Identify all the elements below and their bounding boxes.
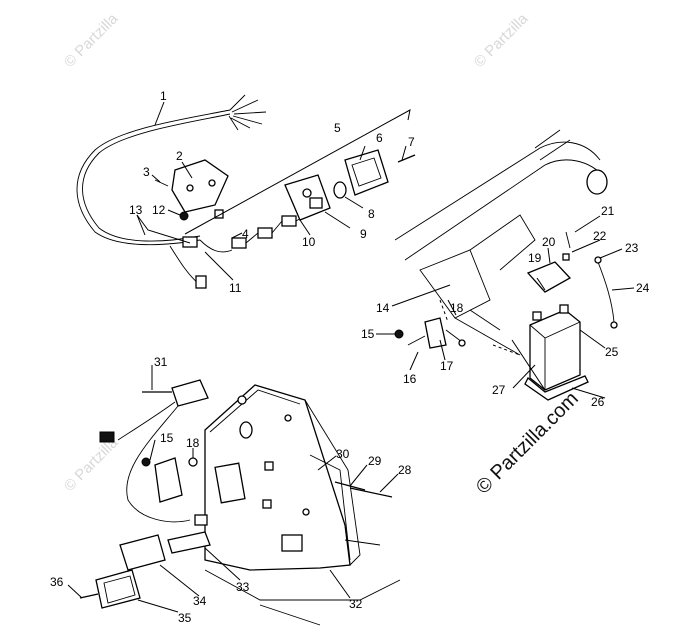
callout-36: 36 bbox=[50, 575, 64, 589]
watermark-main: © Partzilla.com bbox=[472, 388, 583, 499]
callout-14: 14 bbox=[376, 301, 390, 315]
callout-27: 27 bbox=[492, 383, 506, 397]
watermark-top-left: © Partzilla bbox=[61, 10, 122, 71]
callout-4: 4 bbox=[242, 227, 249, 241]
callout-2: 2 bbox=[176, 149, 183, 163]
callout-20: 20 bbox=[542, 235, 556, 249]
callout-30: 30 bbox=[336, 447, 350, 461]
callout-33: 33 bbox=[236, 580, 250, 594]
leader-lines bbox=[67, 101, 635, 613]
callout-18-left: 18 bbox=[186, 436, 200, 450]
callout-23: 23 bbox=[625, 241, 639, 255]
watermark-left-mid: © Partzilla bbox=[61, 434, 122, 495]
callout-10: 10 bbox=[302, 235, 316, 249]
callout-11: 11 bbox=[229, 281, 242, 295]
callout-9: 9 bbox=[360, 227, 367, 241]
callout-31: 31 bbox=[154, 355, 168, 369]
callout-3: 3 bbox=[143, 165, 150, 179]
callout-29: 29 bbox=[368, 454, 382, 468]
watermark-top-right: © Partzilla bbox=[471, 10, 532, 71]
callout-8: 8 bbox=[368, 207, 375, 221]
callout-15-left: 15 bbox=[160, 431, 174, 445]
callout-7: 7 bbox=[408, 135, 415, 149]
callout-25: 25 bbox=[605, 345, 619, 359]
callout-26: 26 bbox=[591, 395, 605, 409]
callout-1: 1 bbox=[160, 89, 167, 103]
callout-13: 13 bbox=[129, 203, 143, 217]
callout-16: 16 bbox=[403, 372, 417, 386]
callout-15-right: 15 bbox=[361, 327, 375, 341]
callout-35: 35 bbox=[178, 611, 192, 625]
callout-18-right: 18 bbox=[450, 301, 464, 315]
callout-32: 32 bbox=[349, 597, 363, 611]
callout-5: 5 bbox=[334, 121, 341, 135]
callout-17: 17 bbox=[440, 359, 454, 373]
callout-6: 6 bbox=[376, 131, 383, 145]
callout-24: 24 bbox=[636, 281, 650, 295]
panel-group bbox=[79, 379, 401, 626]
wiring-harness-group bbox=[76, 94, 416, 289]
callout-21: 21 bbox=[601, 204, 615, 218]
callout-12: 12 bbox=[152, 203, 166, 217]
callout-22: 22 bbox=[593, 229, 607, 243]
battery-frame-group bbox=[394, 129, 618, 401]
callout-34: 34 bbox=[193, 594, 207, 608]
callout-19: 19 bbox=[528, 251, 542, 265]
callout-28: 28 bbox=[398, 463, 412, 477]
callout-labels: 1 2 3 4 5 6 7 8 9 10 11 12 13 14 15 16 1… bbox=[50, 89, 650, 625]
